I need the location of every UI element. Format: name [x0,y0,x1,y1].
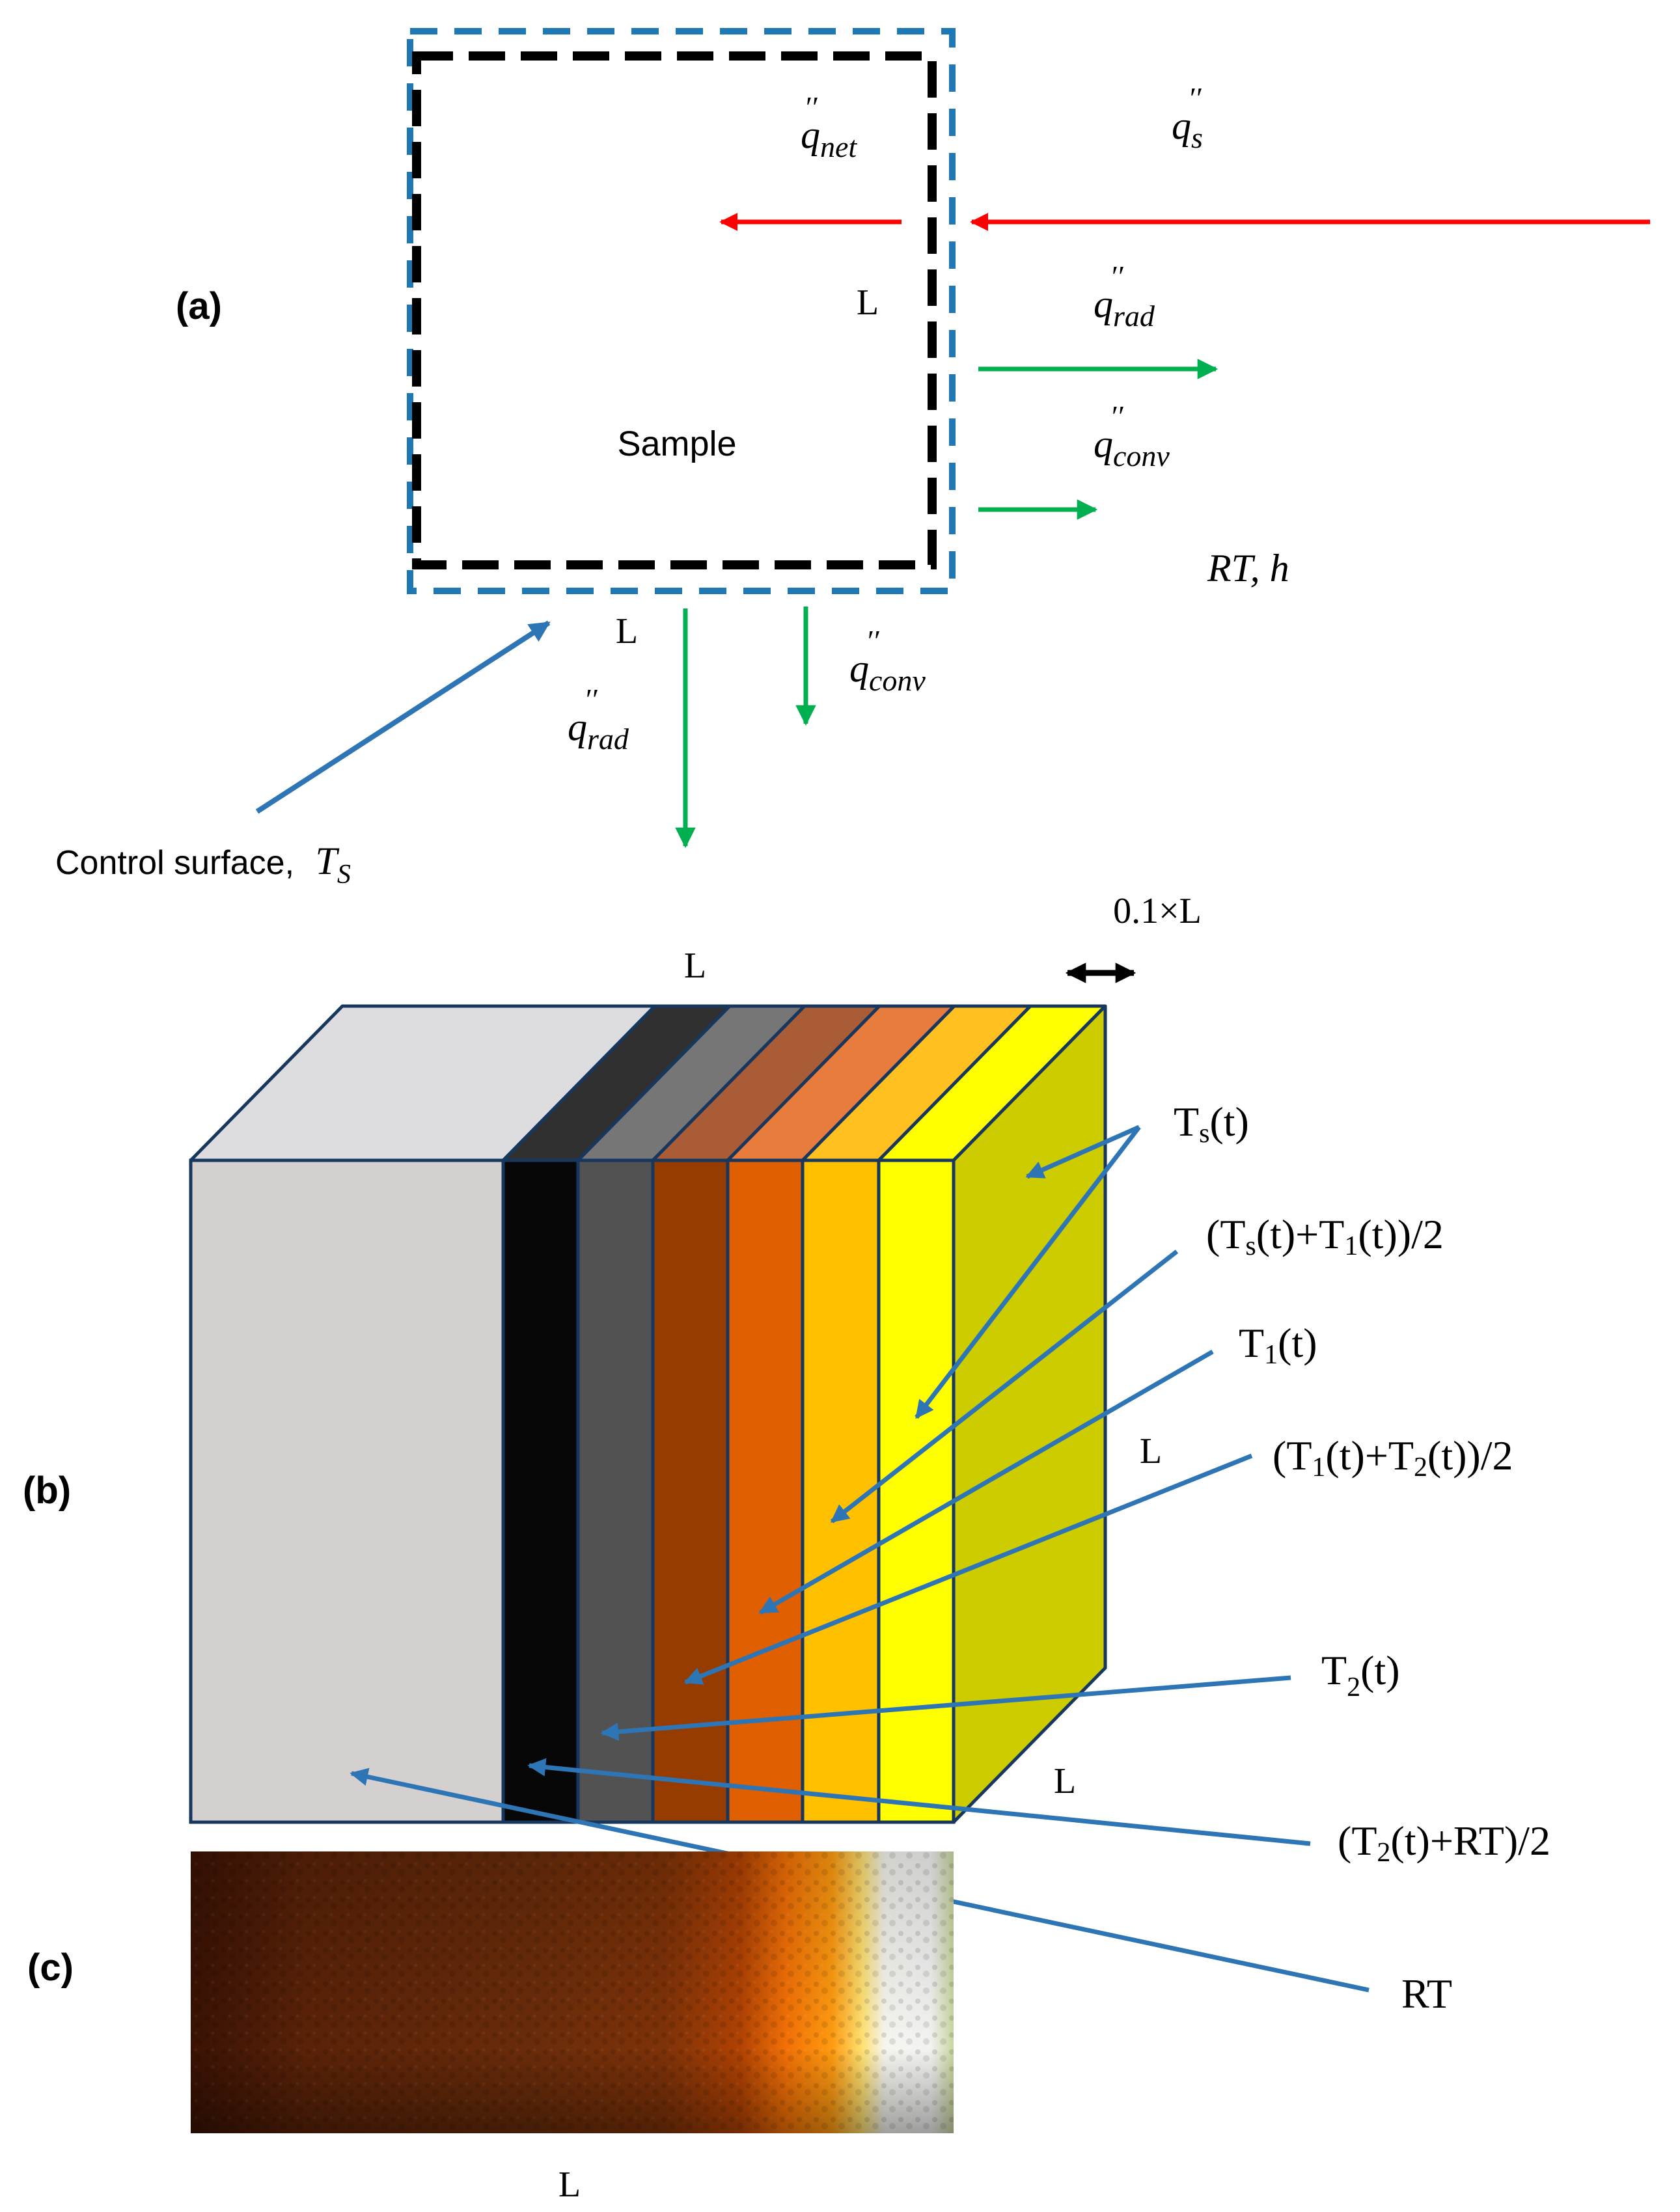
depth-length-label: L [1054,1761,1076,1801]
label-t1-t2-avg: (T1(t)+T2(t))/2 [1273,1432,1513,1482]
pointer-t2 [600,1675,1291,1741]
label-rt: RT [1401,1971,1452,2017]
pointer-ts-side [1025,1125,1140,1179]
q-net-prime: ′′ [806,90,819,124]
q-conv-bottom-prime: ′′ [868,624,881,657]
layer-1-front [501,1158,580,1824]
layer-4-front [726,1158,805,1824]
panel-a: (a) Sample L L qnet ′′ qs ′′ qrad ′′ qco… [55,28,1650,890]
layer-rt-front [189,1158,505,1824]
panel-c-length-label: L [558,2164,581,2205]
control-surface-label: Control surface, TS [55,840,351,890]
sample-label: Sample [617,424,736,463]
bottom-length-label: L [616,611,638,651]
pointer-ts-layer [915,1125,1141,1419]
panel-a-label: (a) [176,285,222,327]
thermal-image-shade [191,1851,954,2133]
panel-c: (c) L [27,1851,954,2205]
sample-box [412,51,937,569]
q-rad-bottom-label: qrad [568,705,629,756]
control-surface-pointer [255,620,551,814]
q-net-label: qnet [801,113,857,163]
ambient-label: RT, h [1207,547,1289,590]
q-s-prime: ′′ [1190,81,1203,115]
panel-b: (b) L 0.1×L L L Ts(t) (Ts(t)+T1(t))/2 T1… [23,891,1550,2017]
top-length-label: L [684,946,706,986]
label-ts-t1-avg: (Ts(t)+T1(t))/2 [1206,1211,1444,1261]
q-rad-right-label: qrad [1094,282,1155,333]
side-length-label: L [857,282,879,323]
label-t2: T2(t) [1321,1647,1400,1702]
pointer-t2-rt-avg [527,1758,1311,1846]
side-length-label-b: L [1140,1431,1162,1471]
pointer-t1-t2-avg [683,1453,1253,1685]
thickness-label: 0.1×L [1113,891,1202,931]
control-surface-box [407,28,956,594]
q-rad-bottom-prime: ′′ [586,683,599,716]
label-t2-rt-avg: (T2(t)+RT)/2 [1338,1818,1550,1868]
q-conv-bottom-label: qconv [849,647,926,697]
q-conv-right-label: qconv [1094,422,1170,472]
pointer-t1 [758,1349,1214,1615]
layer-block [189,1004,1107,1824]
layer-block-side-face [952,1004,1107,1824]
panel-c-label: (c) [27,1946,74,1989]
layer-2-front [576,1158,655,1824]
pointer-ts-t1-avg [830,1249,1179,1523]
q-conv-right-prime: ′′ [1112,400,1125,433]
layer-6-front [877,1158,956,1824]
q-rad-right-prime: ′′ [1112,260,1125,293]
layer-3-front [651,1158,730,1824]
label-t1: T1(t) [1239,1320,1317,1370]
q-s-label: qs [1172,104,1203,154]
panel-b-label: (b) [23,1469,71,1512]
label-ts: Ts(t) [1174,1099,1249,1149]
